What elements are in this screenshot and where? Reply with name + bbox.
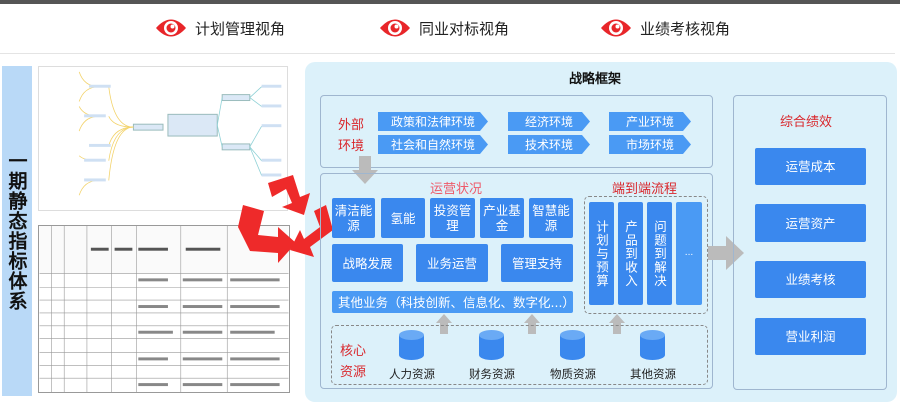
process-plan-budget: 计划与预算: [589, 202, 614, 305]
perf-operating-cost: 运营成本: [755, 148, 866, 185]
database-icon: [479, 330, 504, 360]
func-strategy: 战略发展: [332, 244, 403, 282]
process-issue-resolution: 问题到解决: [647, 202, 672, 305]
func-operations: 业务运营: [416, 244, 488, 282]
view-performance[interactable]: 业绩考核视角: [600, 17, 730, 39]
biz-clean-energy: 清洁能源: [332, 198, 375, 238]
external-label-2: 环境: [338, 139, 365, 154]
core-resources-box: [331, 325, 708, 385]
func-management: 管理支持: [501, 244, 573, 282]
biz-investment: 投资管理: [430, 198, 475, 238]
arrow-right-icon: [708, 236, 744, 270]
external-environment-box: [320, 95, 713, 168]
env-technology: 技术环境: [508, 135, 590, 154]
view-benchmark[interactable]: 同业对标视角: [379, 17, 509, 39]
static-index-text: 一期静态指标体系: [5, 151, 28, 311]
process-more: ...: [676, 202, 702, 305]
external-label-1: 外部: [338, 118, 365, 133]
env-policy-law: 政策和法律环境: [378, 112, 488, 131]
process-dashed-box: [584, 196, 708, 314]
resource-material: 物质资源: [550, 367, 596, 381]
arrow-down-icon: [352, 156, 378, 184]
database-icon: [399, 330, 424, 360]
resources-label-2: 资源: [340, 365, 367, 380]
framework-title: 战略框架: [568, 72, 621, 87]
biz-hydrogen: 氢能: [381, 198, 425, 238]
process-title: 端到端流程: [612, 182, 678, 197]
view-label: 计划管理视角: [195, 19, 286, 38]
arrow-up-icon: [609, 314, 625, 334]
view-plan[interactable]: 计划管理视角: [155, 17, 285, 39]
eye-icon: [601, 19, 631, 37]
static-index-label: 一期静态指标体系: [2, 66, 32, 396]
performance-title: 综合绩效: [780, 115, 833, 130]
mind-map-image: [38, 66, 288, 211]
performance-box: [733, 95, 887, 390]
operations-title: 运营状况: [430, 182, 483, 197]
env-industry: 产业环境: [609, 112, 691, 131]
biz-smart-energy: 智慧能源: [529, 198, 573, 238]
resource-other: 其他资源: [630, 367, 676, 381]
operations-box: [320, 173, 713, 389]
env-economy: 经济环境: [508, 112, 590, 131]
eye-icon: [156, 19, 186, 37]
perf-operating-assets: 运营资产: [755, 204, 866, 242]
perf-operating-profit: 营业利润: [755, 318, 866, 355]
perf-assessment: 业绩考核: [755, 261, 866, 298]
index-table-image: [38, 225, 290, 393]
env-social-nature: 社会和自然环境: [378, 135, 488, 154]
top-band: [0, 0, 900, 4]
view-header: 计划管理视角 同业对标视角 业绩考核视角: [0, 4, 895, 54]
view-label: 同业对标视角: [419, 19, 510, 38]
biz-industry-fund: 产业基金: [480, 198, 524, 238]
other-business: 其他业务（科技创新、信息化、数字化...）: [332, 291, 575, 313]
arrow-up-icon: [436, 314, 452, 334]
resource-hr: 人力资源: [389, 367, 435, 381]
eye-icon: [380, 19, 410, 37]
resource-finance: 财务资源: [469, 367, 515, 381]
arrow-up-icon: [524, 314, 540, 334]
resources-label-1: 核心: [340, 344, 367, 359]
env-market: 市场环境: [609, 135, 691, 154]
view-label: 业绩考核视角: [640, 19, 731, 38]
process-product-revenue: 产品到收入: [618, 202, 643, 305]
database-icon: [560, 330, 585, 360]
database-icon: [640, 330, 665, 360]
cycle-arrows-icon: [238, 175, 333, 263]
